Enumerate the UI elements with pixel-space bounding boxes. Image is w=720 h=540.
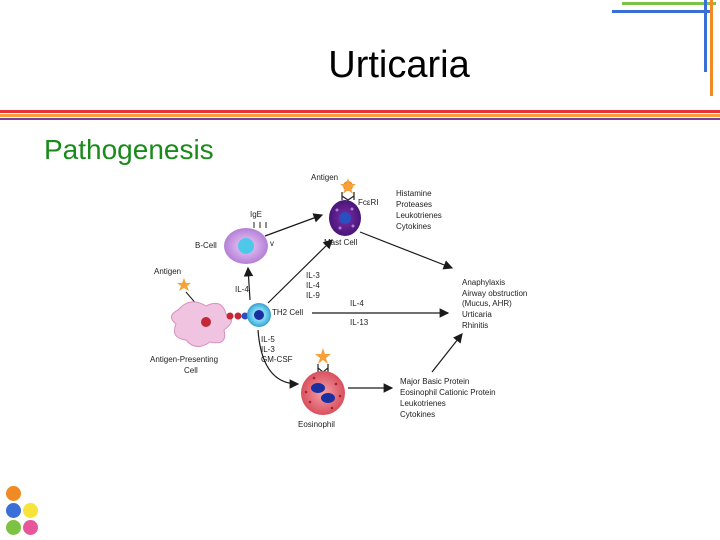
- fceri-label: FcεRI: [358, 198, 378, 207]
- apc-label-line2: Cell: [184, 366, 198, 375]
- corner-line-blue: [612, 10, 710, 13]
- outcome-item: (Mucus, AHR): [462, 299, 512, 308]
- antigen-left-icon: [177, 278, 191, 291]
- mast-mediator-item: Proteases: [396, 200, 432, 209]
- eos-receptor-icon: [317, 364, 329, 373]
- arrow-eos-to-outcomes: [431, 333, 463, 373]
- arrow-mast-to-outcomes: [359, 231, 454, 270]
- ige-receptor-icon: [341, 192, 355, 201]
- outcome-item: Airway obstruction: [462, 289, 527, 298]
- antigen-eos-icon: [315, 348, 331, 364]
- corner-line-orange-vertical: [710, 0, 713, 96]
- decor-dot-yellow: [23, 503, 38, 518]
- il-to-eos-item: GM-CSF: [261, 355, 293, 364]
- il4-left-label: IL-4: [235, 285, 249, 294]
- mast-cell-label: Mast Cell: [324, 238, 358, 247]
- ige-antibody-icon: [253, 222, 267, 228]
- slide-subtitle: Pathogenesis: [44, 134, 214, 165]
- mhc-tcr-icon: [226, 312, 249, 320]
- mast-mediator-item: Leukotrienes: [396, 211, 442, 220]
- eosinophil-label: Eosinophil: [298, 420, 335, 429]
- il-to-eos-item: IL-3: [261, 345, 275, 354]
- arrow-th2-to-bcell: [243, 266, 254, 301]
- ige-mark: v: [270, 239, 274, 248]
- il-to-mast-item: IL-4: [306, 281, 320, 290]
- b-cell-label: B-Cell: [195, 241, 217, 250]
- title-bar-middle: [0, 114, 720, 117]
- corner-line-green: [622, 2, 716, 5]
- th2-cell-icon: [247, 303, 271, 327]
- il4-right-label: IL-4: [350, 299, 364, 308]
- arrow-th2-to-eosinophil: [257, 329, 300, 389]
- decor-dot-blue: [6, 503, 21, 518]
- il-to-mast-item: IL-3: [306, 271, 320, 280]
- title-bar-top: [0, 110, 720, 113]
- decor-dot-pink: [23, 520, 38, 535]
- il-to-eos-item: IL-5: [261, 335, 275, 344]
- eosinophil-icon: [301, 371, 345, 415]
- ige-label: IgE: [250, 210, 262, 219]
- slide-title: Urticaria: [328, 44, 470, 86]
- il13-label: IL-13: [350, 318, 369, 327]
- mast-mediator-item: Histamine: [396, 189, 432, 198]
- apc-label-line1: Antigen-Presenting: [150, 355, 218, 364]
- mast-cell-icon: [329, 200, 361, 236]
- eos-mediator-item: Leukotrienes: [400, 399, 446, 408]
- antigen-left-label: Antigen: [154, 267, 181, 276]
- eos-mediator-item: Eosinophil Cationic Protein: [400, 388, 496, 397]
- outcome-item: Urticaria: [462, 310, 492, 319]
- outcome-item: Anaphylaxis: [462, 278, 505, 287]
- apc-cell-icon: [171, 301, 232, 347]
- mast-mediator-item: Cytokines: [396, 222, 431, 231]
- corner-line-blue-vertical: [704, 0, 707, 72]
- outcome-item: Rhinitis: [462, 321, 488, 330]
- b-cell-icon: [224, 228, 268, 264]
- eos-mediator-item: Major Basic Protein: [400, 377, 469, 386]
- il-to-mast-item: IL-9: [306, 291, 320, 300]
- decor-dot-green: [6, 520, 21, 535]
- antigen-top-label: Antigen: [311, 173, 338, 182]
- decor-dot-orange: [6, 486, 21, 501]
- th2-cell-label: TH2 Cell: [272, 308, 303, 317]
- arrow-th2-to-mast: [267, 239, 333, 304]
- title-bar-bottom: [0, 118, 720, 120]
- antigen-top-icon: [340, 178, 356, 194]
- arrow-bcell-to-mast: [264, 213, 324, 237]
- eos-mediator-item: Cytokines: [400, 410, 435, 419]
